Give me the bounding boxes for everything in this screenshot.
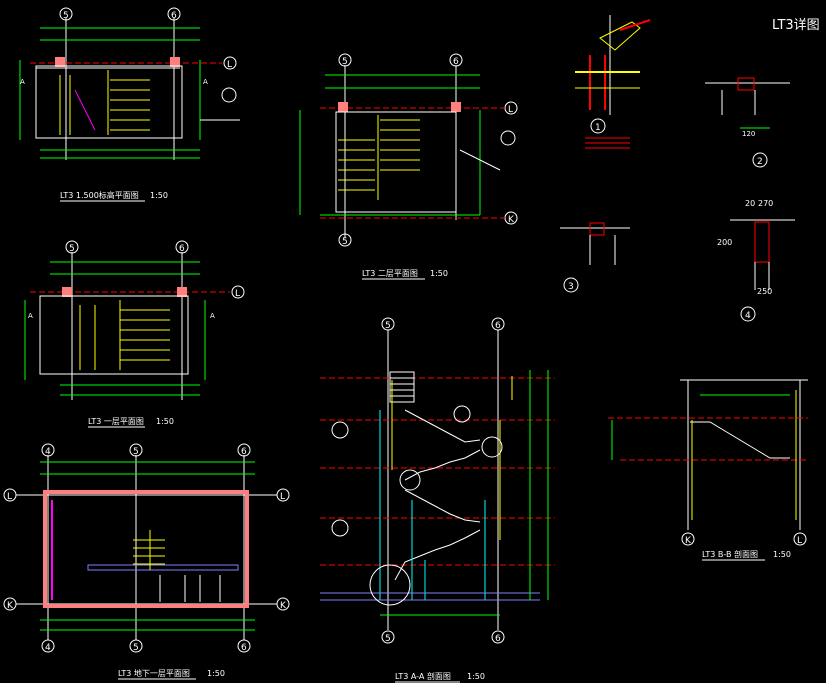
axis-label: L xyxy=(7,492,12,502)
detail-dim: 120 xyxy=(742,130,755,138)
plan-floor1-view: 5 6 L A A LT3 一层平面图 1:50 xyxy=(24,240,245,428)
detail-label: 2 xyxy=(757,157,763,167)
axis-label: 6 xyxy=(453,57,459,67)
axis-label: 6 xyxy=(241,447,247,457)
axis-label: 5 xyxy=(63,11,69,21)
axis-bubble-5 xyxy=(59,7,73,21)
axis-label: K xyxy=(7,601,14,611)
plan-base-view: 4 5 6 4 5 6 L L K K xyxy=(3,443,290,680)
section-aa-scale: 1:50 xyxy=(467,672,485,681)
section-mark: A xyxy=(28,312,33,320)
axis-label: 6 xyxy=(495,321,501,331)
plan-1500-scale: 1:50 xyxy=(150,191,168,200)
detail-label: 3 xyxy=(568,282,574,292)
axis-label: L xyxy=(797,536,802,546)
axis-label: L xyxy=(280,492,285,502)
stair-flight xyxy=(404,449,481,481)
plan-1500-caption: LT3 1.500标高平面图 xyxy=(60,190,139,200)
sheet-title: LT3详图 xyxy=(772,18,820,33)
axis-label: K xyxy=(685,536,692,546)
detail-dim: 200 xyxy=(717,238,732,247)
axis-label: 5 xyxy=(342,237,348,247)
plan-base-scale: 1:50 xyxy=(207,669,225,678)
section-bb-view: K L LT3 B-B 剖面图 1:50 xyxy=(608,379,808,561)
column xyxy=(170,57,180,67)
stair-flight xyxy=(404,409,481,443)
axis-label: 4 xyxy=(45,447,51,457)
detail-label: 1 xyxy=(595,123,601,133)
detail-2-view: 120 2 xyxy=(705,77,790,168)
section-mark: A xyxy=(20,78,25,86)
detail-dim: 20 xyxy=(745,199,755,208)
section-aa-caption: LT3 A-A 剖面图 xyxy=(395,671,451,681)
section-aa-view: 5 6 5 6 xyxy=(320,317,555,683)
axis-label: 6 xyxy=(171,11,177,21)
detail-3-view: 3 xyxy=(560,222,630,293)
axis-label: 5 xyxy=(342,57,348,67)
section-bb-scale: 1:50 xyxy=(773,550,791,559)
detail-dim: 270 xyxy=(758,199,773,208)
basement-wall xyxy=(43,490,249,608)
axis-label: 5 xyxy=(133,643,139,653)
axis-label: 6 xyxy=(495,634,501,644)
detail-4-view: 20 270 250 200 4 xyxy=(717,199,795,322)
axis-bubble-L xyxy=(223,56,237,70)
plan-1500-view: 5 6 L A A LT3 1.500标高平面图 xyxy=(19,7,240,202)
detail-1-view: 1 xyxy=(575,15,651,149)
section-mark: A xyxy=(210,312,215,320)
stair-flight xyxy=(394,529,481,581)
column xyxy=(55,57,65,67)
plan-base-caption: LT3 地下一层平面图 xyxy=(118,668,190,678)
axis-label: 6 xyxy=(179,244,185,254)
plan-floor2-caption: LT3 二层平面图 xyxy=(362,269,418,278)
axis-label: K xyxy=(508,215,515,225)
axis-label: 5 xyxy=(133,447,139,457)
axis-label: 5 xyxy=(69,244,75,254)
axis-label: L xyxy=(235,289,240,299)
detail-dim: 250 xyxy=(757,287,772,296)
axis-label: L xyxy=(227,60,232,70)
axis-label: 5 xyxy=(385,634,391,644)
axis-label: L xyxy=(508,105,513,115)
axis-label: 6 xyxy=(241,643,247,653)
section-mark: A xyxy=(203,78,208,86)
plan-floor1-scale: 1:50 xyxy=(156,417,174,426)
axis-bubble-6 xyxy=(167,7,181,21)
axis-label: 4 xyxy=(45,643,51,653)
plan-floor2-scale: 1:50 xyxy=(430,269,448,278)
plan-floor2-view: 5 6 5 L K LT3 二层平面图 xyxy=(299,53,518,280)
axis-label: 5 xyxy=(385,321,391,331)
stair-flight xyxy=(404,489,481,523)
plan-floor1-caption: LT3 一层平面图 xyxy=(88,417,144,426)
axis-label: K xyxy=(280,601,287,611)
section-bb-caption: LT3 B-B 剖面图 xyxy=(702,549,758,559)
detail-label: 4 xyxy=(745,311,751,321)
